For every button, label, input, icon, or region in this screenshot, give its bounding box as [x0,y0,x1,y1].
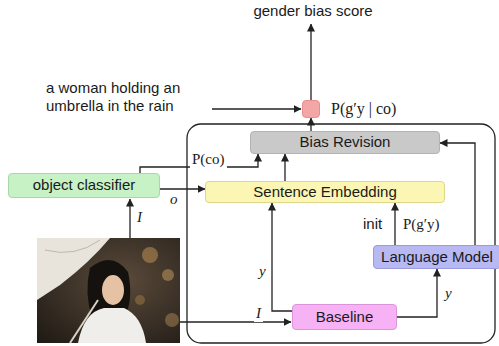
node-text: Bias Revision [300,134,391,151]
process-box: Baseline [292,304,397,330]
caption-arrow [212,108,301,109]
umbrella-rib [45,240,100,252]
connector-arrow [310,118,311,131]
input-symbol: I [135,208,144,226]
edge-label: y [443,284,454,302]
node-text: Sentence Embedding [253,184,396,201]
connector-arrow [440,143,475,245]
process-box: Bias Revision [250,131,440,154]
bokeh [165,313,179,327]
connector-arrow [160,188,205,189]
edge-label: y [257,262,268,280]
caption-text: a woman holding an umbrella in the rain [44,79,210,115]
output-label: gender bias score [211,2,415,20]
process-box: Sentence Embedding [205,181,445,203]
connector-arrow [397,269,437,317]
connector-arrow [284,154,285,181]
output-arrow [310,24,311,100]
node-label: P(g′y | co) [331,100,396,118]
umbrella-shaft [70,300,98,343]
probability-label: P(g′y) [401,215,442,233]
edge-label: o [168,190,180,208]
image-arrow [129,199,130,238]
input-symbol: I [254,304,263,322]
face [102,275,124,305]
node-text: Language Model [381,249,493,266]
photo [37,238,180,343]
bokeh [142,247,158,263]
process-box: Language Model [373,245,499,269]
node-text: object classifier [33,177,136,194]
node-text: Baseline [316,309,374,326]
photo-background [37,238,180,343]
bokeh [162,269,174,281]
connector-arrow [394,203,395,245]
image-arrow [180,321,291,322]
bokeh [135,295,145,305]
output-box: P(g′y | co) [302,100,320,118]
edge-label: P(co) [190,150,227,168]
edge-label: init [361,215,384,233]
process-box: object classifier [8,173,160,198]
system-boundary [187,124,495,343]
connector-arrow [272,203,292,311]
